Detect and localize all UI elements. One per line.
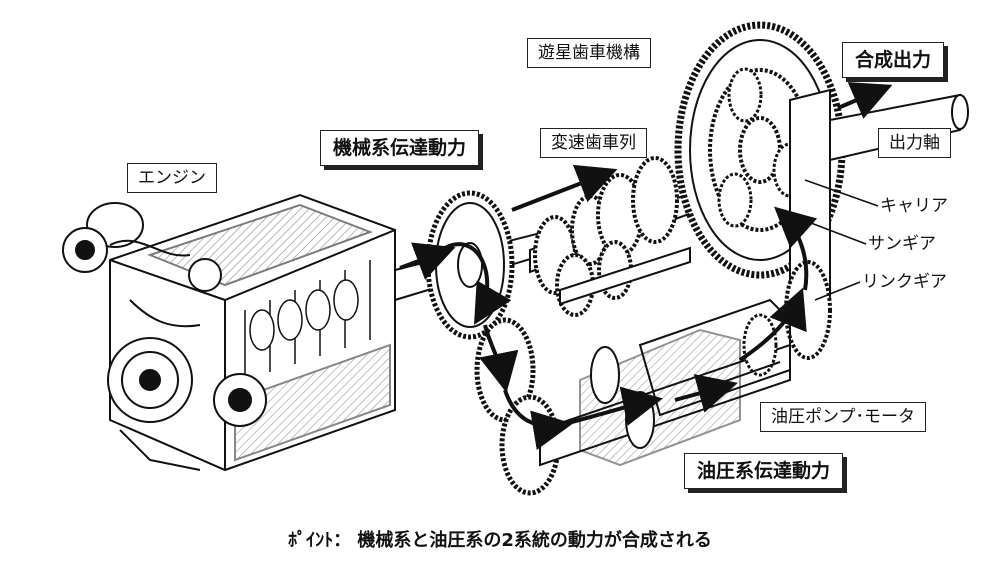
carrier-label: キャリア: [880, 196, 948, 216]
combined-output-label: 合成出力: [842, 42, 945, 78]
transmission-gear-train: [529, 156, 701, 317]
diagram-caption: ﾎﾟｲﾝﾄ： 機械系と油圧系の2系統の動力が合成される: [288, 530, 712, 551]
mechanical-transmission-label: 機械系伝達動力: [320, 130, 480, 166]
hydraulic-pump-motor-label: 油圧ポンプ･モータ: [760, 402, 926, 432]
engine-illustration: [62, 193, 396, 472]
transmission-gears-label: 変速歯車列: [540, 128, 647, 158]
hydraulic-transmission-label: 油圧系伝達動力: [684, 453, 844, 489]
ring-gear-label: リンクギア: [862, 272, 947, 292]
engine-label: エンジン: [127, 163, 217, 193]
power-flow-arrows: [399, 82, 893, 450]
output-shaft-label: 出力軸: [878, 128, 951, 158]
input-gear: [425, 190, 515, 340]
sun-gear-label: サンギア: [868, 234, 936, 254]
planetary-gear-label: 遊星歯車機構: [527, 38, 651, 68]
